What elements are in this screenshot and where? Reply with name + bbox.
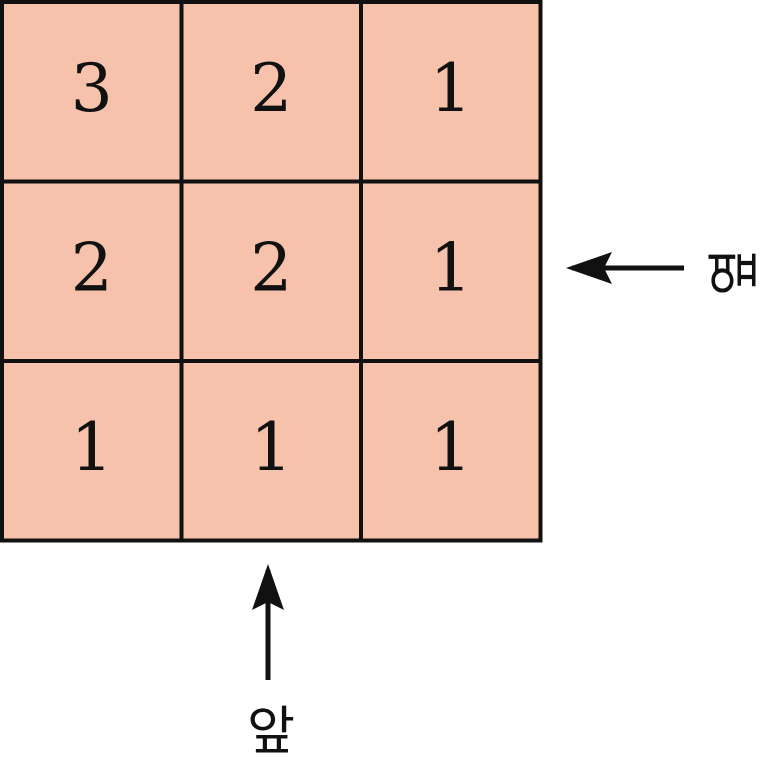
grid-cell — [359, 179, 543, 363]
side-label: 옆 — [705, 248, 765, 296]
front-arrow — [252, 564, 284, 680]
cell-value: 2 — [71, 229, 113, 306]
front-label: 앞 — [247, 702, 295, 762]
cell-value: 1 — [430, 229, 472, 306]
cell-value: 1 — [71, 409, 113, 486]
grid-cell — [179, 359, 363, 543]
side-arrow — [566, 252, 684, 284]
grid-cell — [0, 0, 184, 184]
grid-cell — [0, 359, 184, 543]
cell-value: 1 — [430, 50, 472, 127]
grid: 3 2 1 2 2 1 1 1 1 — [0, 0, 543, 543]
grid-cell — [359, 359, 543, 543]
cell-value: 2 — [250, 229, 292, 306]
front-arrow-head — [252, 564, 284, 610]
cell-value: 3 — [71, 50, 113, 127]
cell-value: 1 — [430, 409, 472, 486]
side-arrow-head — [566, 252, 612, 284]
cell-value: 2 — [250, 50, 292, 127]
grid-cell — [179, 0, 363, 184]
cell-value: 1 — [250, 409, 292, 486]
